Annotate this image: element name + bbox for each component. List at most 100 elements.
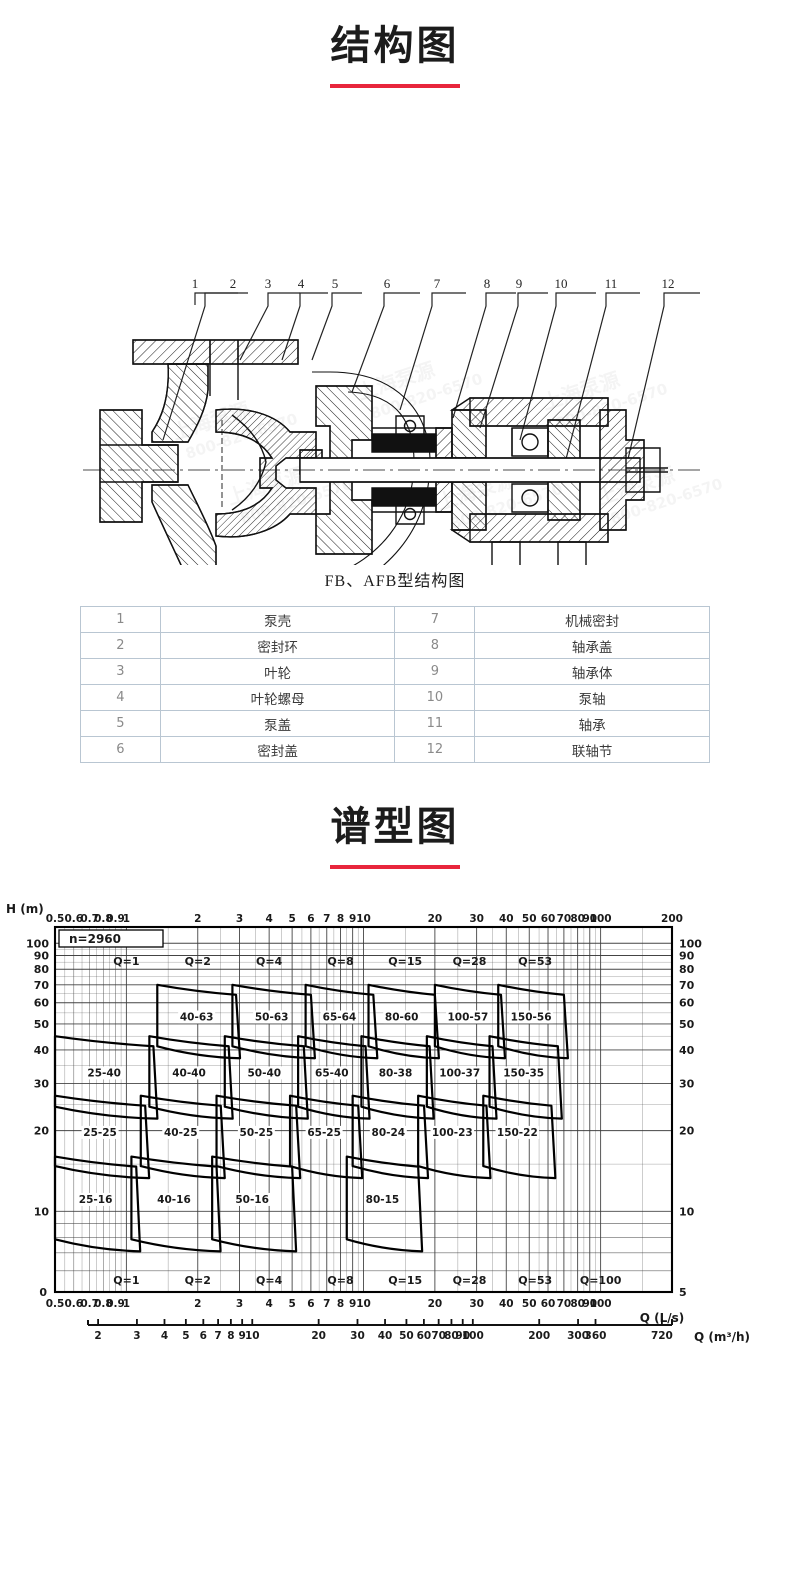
svg-text:8: 8 (337, 913, 344, 925)
part-name: 泵盖 (159, 710, 396, 737)
discharge-flange (132, 339, 299, 400)
svg-text:200: 200 (661, 913, 683, 925)
svg-text:3: 3 (133, 1330, 140, 1342)
pump-casing (99, 363, 217, 565)
svg-text:80: 80 (34, 963, 50, 976)
part-name: 叶轮螺母 (159, 684, 396, 711)
svg-text:4: 4 (161, 1330, 168, 1342)
svg-text:0.5: 0.5 (46, 913, 65, 925)
part-number: 1 (80, 606, 161, 633)
parts-list-table: 1 泵壳 7 机械密封 2 密封环 8 轴承盖 3 叶轮 9 轴承体 4 叶轮螺… (80, 606, 710, 763)
svg-text:6: 6 (200, 1330, 207, 1342)
svg-text:Q (m³/h): Q (m³/h) (694, 1330, 750, 1344)
svg-text:6: 6 (307, 913, 314, 925)
table-row: 3 叶轮 9 轴承体 (80, 658, 710, 685)
svg-text:0.7: 0.7 (80, 913, 99, 925)
svg-text:0.8: 0.8 (94, 1298, 113, 1310)
svg-text:40-25: 40-25 (164, 1127, 198, 1139)
svg-text:200: 200 (528, 1330, 550, 1342)
svg-text:50-40: 50-40 (247, 1067, 281, 1079)
svg-text:20: 20 (428, 913, 443, 925)
svg-text:0: 0 (39, 1286, 47, 1299)
svg-text:6: 6 (384, 276, 391, 291)
svg-text:5: 5 (679, 1286, 687, 1299)
svg-text:7: 7 (434, 276, 441, 291)
svg-text:5: 5 (288, 1298, 295, 1310)
svg-text:40: 40 (499, 1298, 514, 1310)
svg-text:Q=1: Q=1 (113, 1274, 139, 1287)
part-number: 4 (80, 684, 161, 711)
impeller (215, 408, 317, 538)
svg-text:0.9: 0.9 (106, 913, 125, 925)
svg-text:40: 40 (499, 913, 514, 925)
svg-text:Q=53: Q=53 (518, 955, 552, 968)
diagram-caption: FB、AFB型结构图 (324, 573, 466, 590)
title-underline-structure (330, 84, 460, 88)
ball-bearing-rear (395, 415, 425, 525)
part-number: 5 (80, 710, 161, 737)
svg-text:n=2960: n=2960 (69, 932, 121, 946)
pump-shaft (83, 457, 700, 483)
coupling (599, 409, 668, 531)
svg-text:70: 70 (431, 1330, 446, 1342)
svg-text:65-40: 65-40 (315, 1067, 349, 1079)
svg-text:30: 30 (34, 1077, 50, 1090)
svg-text:7: 7 (323, 913, 330, 925)
svg-text:30: 30 (469, 913, 484, 925)
svg-text:5: 5 (182, 1330, 189, 1342)
part-name: 轴承 (474, 710, 710, 737)
svg-text:150-35: 150-35 (503, 1067, 544, 1079)
title-underline-chart (330, 865, 460, 869)
svg-text:1: 1 (192, 276, 199, 291)
svg-text:150-22: 150-22 (497, 1127, 538, 1139)
svg-text:10: 10 (245, 1330, 260, 1342)
svg-text:70: 70 (557, 1298, 572, 1310)
svg-text:10: 10 (679, 1205, 695, 1218)
table-row: 2 密封环 8 轴承盖 (80, 632, 710, 659)
svg-text:4: 4 (298, 276, 305, 291)
performance-spectrum-chart: 25-1625-2525-4040-1640-2540-4040-6350-16… (6, 902, 750, 1344)
svg-text:20: 20 (311, 1330, 326, 1342)
svg-text:100: 100 (26, 937, 49, 950)
svg-text:100: 100 (590, 1298, 612, 1310)
svg-text:80-15: 80-15 (366, 1194, 400, 1206)
svg-text:90: 90 (679, 950, 695, 963)
svg-text:1: 1 (123, 913, 130, 925)
svg-text:10: 10 (34, 1205, 50, 1218)
bearing-body (449, 397, 609, 565)
svg-text:360: 360 (585, 1330, 607, 1342)
chart-section-header: 谱型图 (0, 807, 790, 869)
svg-text:100: 100 (462, 1330, 484, 1342)
mechanical-seal (371, 427, 453, 513)
svg-text:4: 4 (265, 1298, 272, 1310)
svg-text:20: 20 (34, 1125, 50, 1138)
svg-text:Q=2: Q=2 (185, 1274, 211, 1287)
svg-text:10: 10 (356, 1298, 371, 1310)
svg-text:0.8: 0.8 (94, 913, 113, 925)
chart-gridlines (54, 927, 673, 1293)
svg-text:9: 9 (516, 276, 523, 291)
svg-text:9: 9 (349, 1298, 356, 1310)
svg-text:40: 40 (378, 1330, 393, 1342)
part-number: 12 (394, 736, 476, 763)
structure-diagram-container: 上海泵源 800-820-6570 (0, 110, 790, 590)
parts-table-body: 1 泵壳 7 机械密封 2 密封环 8 轴承盖 3 叶轮 9 轴承体 4 叶轮螺… (80, 606, 710, 763)
svg-text:5: 5 (332, 276, 339, 291)
svg-text:Q=15: Q=15 (388, 1274, 422, 1287)
svg-text:80: 80 (679, 963, 695, 976)
page-title-chart: 谱型图 (330, 804, 460, 850)
part-name: 轴承体 (474, 658, 710, 685)
svg-text:65-64: 65-64 (323, 1012, 357, 1024)
svg-text:Q=8: Q=8 (327, 955, 353, 968)
part-number: 11 (394, 710, 476, 737)
svg-text:90: 90 (455, 1330, 470, 1342)
svg-text:7: 7 (323, 1298, 330, 1310)
svg-text:0.5: 0.5 (46, 1298, 65, 1310)
svg-text:100: 100 (590, 913, 612, 925)
